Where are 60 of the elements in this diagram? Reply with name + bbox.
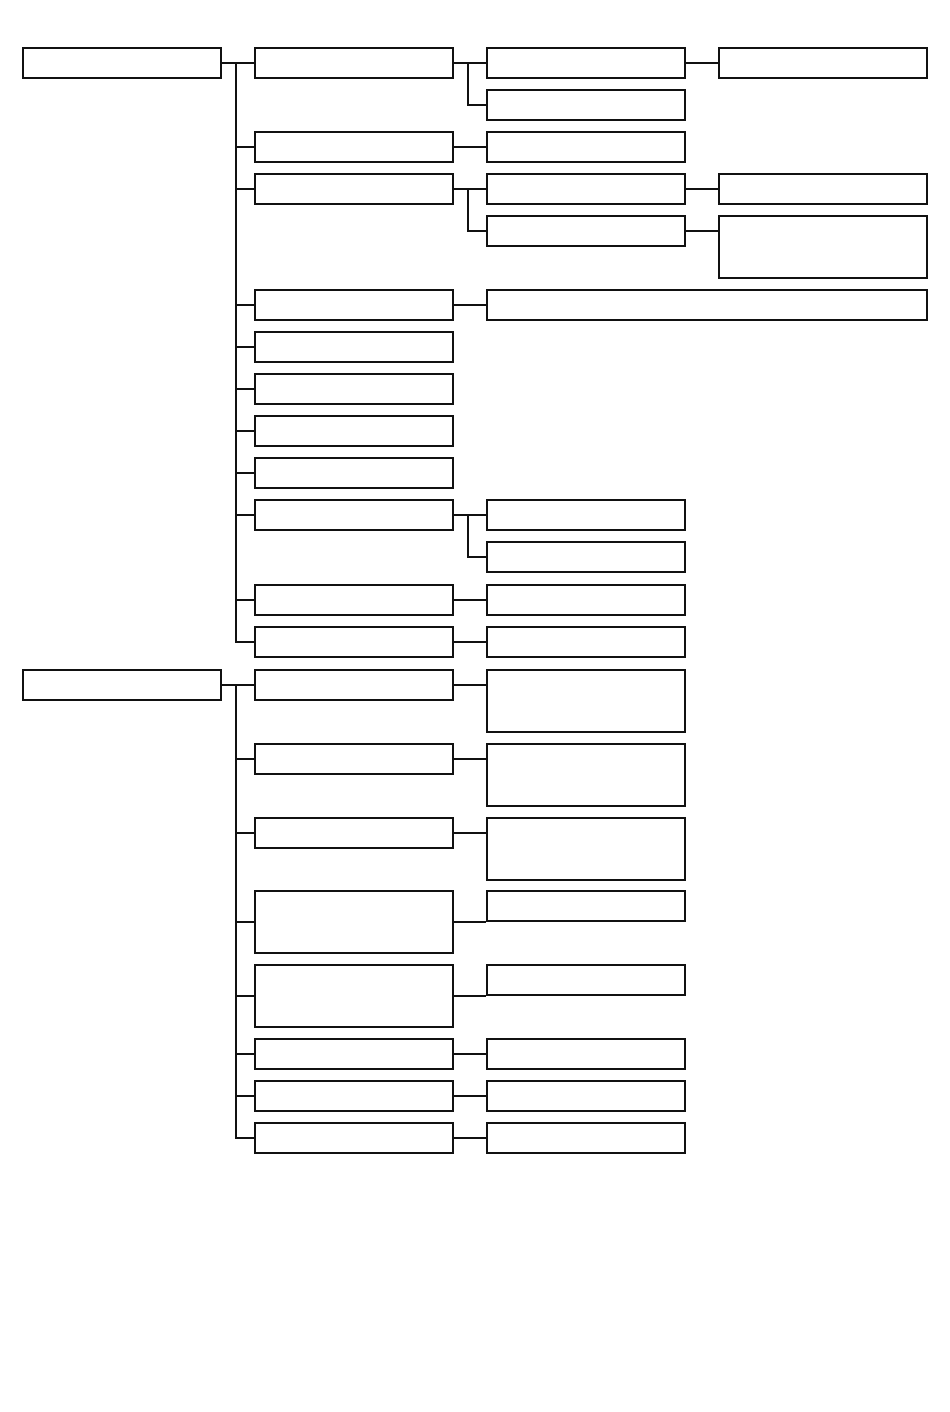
connector-line: [453, 1137, 487, 1139]
connector-line: [453, 995, 487, 997]
empty-box: [254, 964, 454, 1028]
empty-box: [254, 415, 454, 447]
empty-box: [486, 47, 686, 79]
empty-box: [718, 215, 928, 279]
empty-box: [486, 743, 686, 807]
empty-box: [486, 215, 686, 247]
empty-box: [486, 626, 686, 658]
empty-box: [254, 1122, 454, 1154]
empty-box: [718, 47, 928, 79]
empty-box: [254, 1038, 454, 1070]
empty-box: [254, 289, 454, 321]
empty-box: [486, 173, 686, 205]
empty-box: [486, 669, 686, 733]
empty-box: [254, 131, 454, 163]
empty-box: [254, 373, 454, 405]
empty-box: [254, 817, 454, 849]
connector-line: [453, 758, 487, 760]
connector-line: [685, 230, 719, 232]
connector-line: [453, 684, 487, 686]
empty-box: [486, 584, 686, 616]
connector-line: [453, 514, 487, 558]
connector-line: [453, 1095, 487, 1097]
empty-box: [486, 89, 686, 121]
connector-line: [685, 188, 719, 190]
empty-box: [254, 173, 454, 205]
empty-box: [254, 457, 454, 489]
connector-line: [453, 599, 487, 601]
connector-line: [453, 921, 487, 923]
empty-box: [254, 499, 454, 531]
connector-line: [453, 188, 487, 232]
empty-box: [486, 1038, 686, 1070]
empty-box: [254, 626, 454, 658]
empty-box: [254, 584, 454, 616]
connector-line: [453, 304, 487, 306]
empty-box: [254, 331, 454, 363]
empty-box: [486, 1080, 686, 1112]
connector-line: [453, 641, 487, 643]
empty-box: [254, 47, 454, 79]
empty-box: [22, 47, 222, 79]
connector-line: [453, 1053, 487, 1055]
connector-line: [453, 62, 487, 106]
empty-box: [486, 964, 686, 996]
connector-line: [453, 146, 487, 148]
empty-box: [486, 817, 686, 881]
empty-box: [486, 541, 686, 573]
empty-box: [254, 743, 454, 775]
empty-box: [486, 499, 686, 531]
empty-box: [718, 173, 928, 205]
empty-box: [486, 131, 686, 163]
empty-box: [254, 669, 454, 701]
empty-box: [486, 890, 686, 922]
connector-line: [453, 832, 487, 834]
connector-line: [685, 62, 719, 64]
empty-box: [486, 1122, 686, 1154]
empty-box: [254, 1080, 454, 1112]
empty-box: [22, 669, 222, 701]
empty-box: [254, 890, 454, 954]
empty-box: [486, 289, 928, 321]
